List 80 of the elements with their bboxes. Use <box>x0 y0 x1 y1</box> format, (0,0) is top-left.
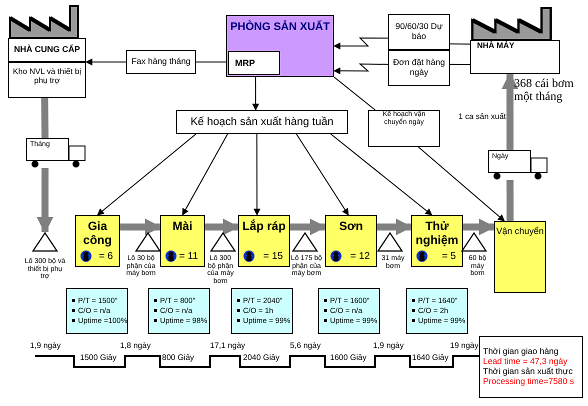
arrow <box>333 38 388 50</box>
push-arrow <box>377 218 413 236</box>
time-label: 1640 Giây <box>412 354 448 363</box>
metric-value: Processing time=7580 s <box>483 376 574 387</box>
process-name: Gia công <box>82 220 113 248</box>
body-text: Kho NVL và thiết bị phụ trợ <box>12 66 82 87</box>
process-name: Mài <box>172 220 192 234</box>
metric-value: Lead time = 47,3 ngày <box>483 357 568 367</box>
time-label: 1,8 ngày <box>120 342 151 351</box>
inventory-triangle <box>135 232 161 252</box>
department-box <box>226 15 334 77</box>
operator-count: = 6 <box>98 250 113 262</box>
time-label: 1,9 ngày <box>373 342 404 351</box>
info-box <box>388 50 450 86</box>
operator-count: = 11 <box>179 250 198 262</box>
time-label: 2040 Giây <box>243 354 280 363</box>
supplier-box <box>8 38 86 98</box>
node-text: MRP <box>234 58 256 68</box>
process-name: Sơn <box>339 220 363 234</box>
node-text: 90/60/30 Dự báo <box>394 22 444 42</box>
process-box <box>411 215 463 267</box>
customer-box <box>470 40 560 74</box>
time-label: 1600 Giây <box>330 354 366 363</box>
push-arrow <box>290 218 327 236</box>
summary-box <box>479 336 583 398</box>
push-arrow <box>205 218 240 236</box>
process-box <box>160 215 205 267</box>
data-box <box>318 288 380 334</box>
time-label: 17,1 ngày <box>210 342 246 351</box>
time-label: 1,9 ngày <box>30 342 61 351</box>
inventory-triangle <box>32 232 58 252</box>
process-box <box>494 221 546 293</box>
operator-count: = 15 <box>263 250 283 262</box>
arrow <box>330 134 432 216</box>
connector-line <box>450 43 470 45</box>
arrow <box>253 134 260 216</box>
arrow <box>182 134 228 216</box>
process-box <box>238 215 290 267</box>
push-arrow <box>463 218 496 236</box>
inventory-triangle <box>292 232 318 252</box>
metric-label: Thời gian giao hàng <box>483 347 559 358</box>
shift-note: 1 ca sản xuất <box>457 113 506 122</box>
process-name: Lắp ráp <box>242 220 286 234</box>
data-box <box>406 288 468 334</box>
volume-note: 368 cái bơm một tháng <box>514 77 575 104</box>
node-text: Đơn đặt hàng ngày <box>392 58 446 78</box>
arrow <box>333 63 388 74</box>
arrow <box>296 134 349 216</box>
push-arrow <box>36 168 54 234</box>
data-box <box>66 288 128 334</box>
push-arrow <box>120 218 162 236</box>
heading: PHÒNG SẢN XUẤT <box>230 21 330 34</box>
operator-count: = 12 <box>350 250 370 262</box>
plan-box <box>176 110 348 134</box>
time-label: 5,6 ngày <box>290 342 321 351</box>
data-box <box>231 288 293 334</box>
operator-count: = 5 <box>442 250 456 262</box>
edge-label: Fax hàng tháng <box>126 50 196 74</box>
arrow <box>96 134 196 216</box>
arrow <box>418 146 505 222</box>
process-name: Thử nghiệm <box>414 220 460 248</box>
push-arrow <box>502 72 518 150</box>
info-box <box>388 14 450 50</box>
inventory-triangle <box>377 232 403 252</box>
time-label: 800 Giây <box>162 354 194 363</box>
process-name: Vận chuyển <box>496 226 544 236</box>
time-label: 19 ngày <box>450 342 478 351</box>
system-box <box>228 51 280 75</box>
plan-box <box>368 110 440 147</box>
inventory-triangle <box>210 232 236 252</box>
node-text: Kế hoạch sản xuất hàng tuần <box>189 116 335 128</box>
inventory-triangle <box>461 232 487 252</box>
time-label: 1500 Giây <box>80 354 116 363</box>
data-box <box>148 288 210 334</box>
process-box <box>75 215 120 267</box>
node-text: NHÀ MÁY <box>476 41 516 50</box>
metric-label: Thời gian sản xuất thực <box>483 367 573 377</box>
connector-line <box>334 76 376 110</box>
process-box <box>325 215 377 267</box>
connector-line <box>450 64 470 65</box>
